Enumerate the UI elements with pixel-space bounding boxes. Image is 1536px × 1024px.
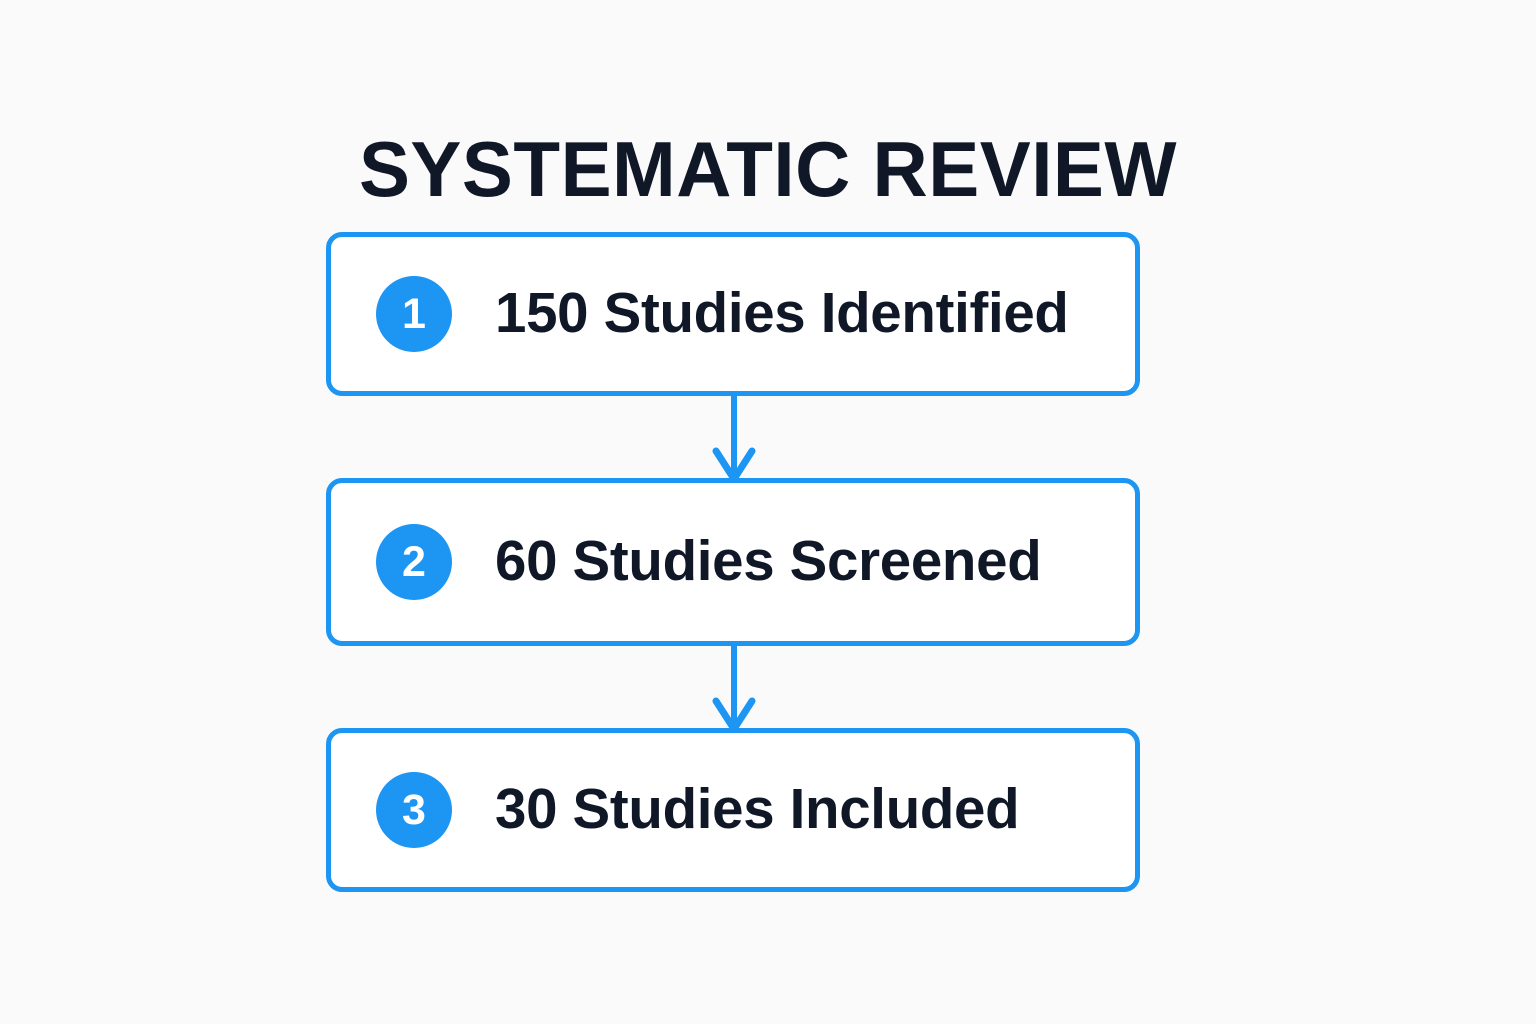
flowchart-container: 1 150 Studies Identified 2 60 Studies Sc… [326,232,1140,892]
step-number-badge-3: 3 [376,772,452,848]
connector-arrow-2 [712,644,756,732]
arrow-down-icon [712,644,756,732]
step-number-badge-1: 1 [376,276,452,352]
step-label-3: 30 Studies Included [495,777,1020,842]
flow-step-2[interactable]: 2 60 Studies Screened [326,478,1140,646]
step-label-2: 60 Studies Screened [495,529,1042,594]
connector-arrow-1 [712,394,756,482]
flow-step-3[interactable]: 3 30 Studies Included [326,728,1140,892]
flow-step-1[interactable]: 1 150 Studies Identified [326,232,1140,396]
step-label-1: 150 Studies Identified [495,281,1069,346]
step-number-badge-2: 2 [376,524,452,600]
page-title: SYSTEMATIC REVIEW [358,125,1178,214]
arrow-down-icon [712,394,756,482]
